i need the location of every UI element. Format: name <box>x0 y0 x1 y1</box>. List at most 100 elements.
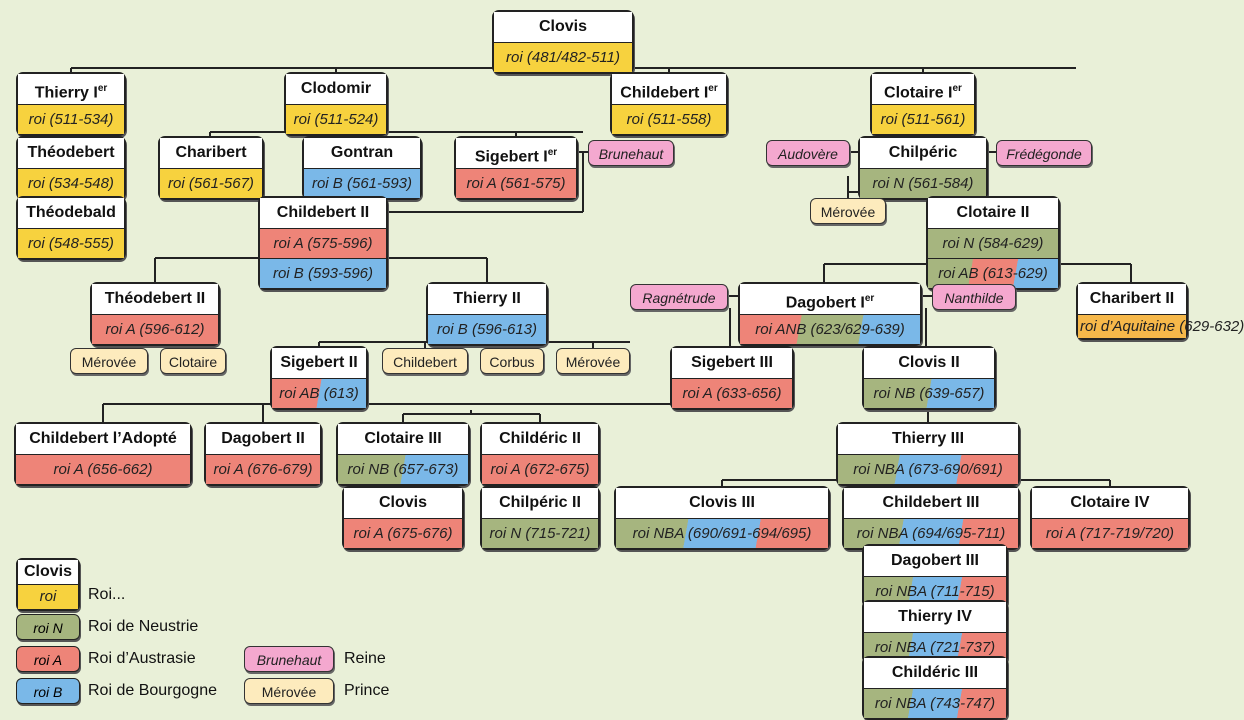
prince-merovee-1: Mérovée <box>810 198 886 224</box>
reign-row: roi (511-561) <box>872 105 974 134</box>
reign-row: roi A (656-662) <box>16 455 190 484</box>
reign-row: roi B (593-596) <box>260 258 386 288</box>
reign-row: roi N (715-721) <box>482 519 598 548</box>
king-name: Charibert <box>160 138 262 169</box>
legend-badge-queen: Brunehaut <box>244 646 334 672</box>
king-name: Dagobert II <box>206 424 320 455</box>
king-name: Dagobert III <box>864 546 1006 577</box>
reign-row: roi B (561-593) <box>304 169 420 198</box>
reign-row: roi (511-524) <box>286 105 386 134</box>
prince-corbus: Corbus <box>480 348 544 374</box>
legend-badge-prince: Mérovée <box>244 678 334 704</box>
legend-sample-box: Clovis roi <box>16 558 80 611</box>
reign-row: roi NB (639-657) <box>864 379 994 408</box>
reign-row: roi NBA (743-747) <box>864 689 1006 718</box>
reign-row: roi A (561-575) <box>456 169 576 198</box>
reign-row: roi A (675-676) <box>344 519 462 548</box>
king-name: Childéric II <box>482 424 598 455</box>
legend-sample-roi: roi <box>18 585 78 609</box>
reign-row: roi (534-548) <box>18 169 124 198</box>
reign-row: roi (481/482-511) <box>494 43 632 72</box>
king-name: Childebert l’Adopté <box>16 424 190 455</box>
queen-nanthilde: Nanthilde <box>932 284 1016 310</box>
king-name: Clodomir <box>286 74 386 105</box>
king-name: Charibert II <box>1078 284 1186 315</box>
reign-row: roi A (672-675) <box>482 455 598 484</box>
queen-fredegonde: Frédégonde <box>996 140 1092 166</box>
legend-text-prince: Prince <box>344 682 390 699</box>
king-name: Clotaire Ier <box>872 74 974 105</box>
legend-sample-name: Clovis <box>18 560 78 585</box>
reign-row: roi NBA (690/691-694/695) <box>616 519 828 548</box>
king-name: Dagobert Ier <box>740 284 920 315</box>
prince-clotaire: Clotaire <box>160 348 226 374</box>
king-name: Clovis II <box>864 348 994 379</box>
king-name: Childebert Ier <box>612 74 726 105</box>
legend-badge-neustrie: roi N <box>16 614 80 640</box>
reign-row: roi A (633-656) <box>672 379 792 408</box>
reign-row: roi N (584-629) <box>928 229 1058 258</box>
king-name: Sigebert II <box>272 348 366 379</box>
legend-text-neustrie: Roi de Neustrie <box>88 618 199 635</box>
reign-row: roi NBA (694/695-711) <box>844 519 1018 548</box>
king-name: Théodebald <box>18 198 124 229</box>
king-name: Clovis III <box>616 488 828 519</box>
king-name: Théodebert II <box>92 284 218 315</box>
king-name: Chilpéric <box>860 138 986 169</box>
reign-row: roi A (596-612) <box>92 315 218 344</box>
king-name: Childebert III <box>844 488 1018 519</box>
reign-row: roi A (717-719/720) <box>1032 519 1188 548</box>
queen-brunehaut: Brunehaut <box>588 140 674 166</box>
reign-row: roi AB (613) <box>272 379 366 408</box>
reign-row: roi A (575-596) <box>260 229 386 258</box>
legend-text-bourgogne: Roi de Bourgogne <box>88 682 217 699</box>
reign-row: roi (548-555) <box>18 229 124 258</box>
king-name: Clotaire III <box>338 424 468 455</box>
prince-merovee-3: Mérovée <box>556 348 630 374</box>
reign-row: roi AB (613-629) <box>928 258 1058 288</box>
legend-text-king: Roi... <box>88 586 126 603</box>
reign-row: roi N (561-584) <box>860 169 986 198</box>
king-name: Clovis <box>494 12 632 43</box>
queen-audovere: Audovère <box>766 140 850 166</box>
reign-row: roi (561-567) <box>160 169 262 198</box>
king-name: Thierry III <box>838 424 1018 455</box>
legend-badge-bourgogne: roi B <box>16 678 80 704</box>
king-name: Gontran <box>304 138 420 169</box>
reign-row: roi NBA (673-690/691) <box>838 455 1018 484</box>
reign-row: roi B (596-613) <box>428 315 546 344</box>
reign-row: roi (511-534) <box>18 105 124 134</box>
king-name: Sigebert Ier <box>456 138 576 169</box>
king-name: Childebert II <box>260 198 386 229</box>
king-name: Thierry IV <box>864 602 1006 633</box>
king-name: Childéric III <box>864 658 1006 689</box>
king-name: Chilpéric II <box>482 488 598 519</box>
king-name: Théodebert <box>18 138 124 169</box>
